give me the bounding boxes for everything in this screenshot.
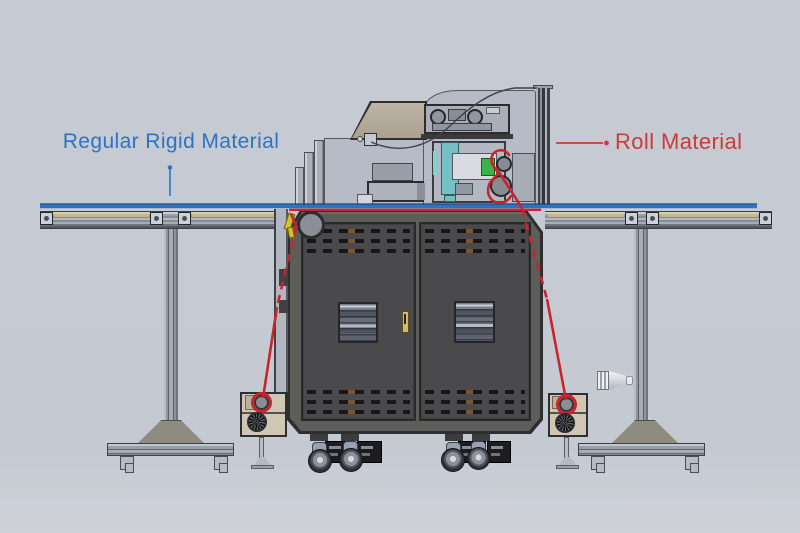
left-table-endcap	[40, 212, 53, 225]
caster-wheel	[339, 448, 363, 472]
vent-row	[307, 229, 410, 233]
right-table-leg	[634, 227, 648, 446]
left-table-leg	[164, 227, 178, 446]
head-left-step	[314, 140, 324, 207]
roll-path-right-solid	[545, 298, 568, 401]
vent-row	[307, 249, 410, 253]
red-leader-dot	[604, 140, 609, 146]
roll-material-label: Roll Material	[615, 129, 743, 154]
head-left-step	[304, 152, 314, 207]
head-shelf	[421, 134, 513, 139]
right-winder-foot-cone	[558, 457, 577, 466]
caster-plate	[310, 434, 328, 441]
left-door-louver-window	[338, 302, 378, 343]
linear-unit	[367, 181, 424, 202]
right-winder-fan	[555, 413, 575, 433]
small-gray-block	[455, 183, 473, 195]
head-left-step	[295, 167, 304, 207]
hinge-block	[279, 300, 288, 313]
vent-row	[307, 390, 410, 394]
left-table-gusset	[136, 420, 206, 445]
right-winder-foot-stem	[564, 437, 569, 458]
caster-wheel	[467, 447, 490, 470]
vent-row	[307, 410, 410, 414]
left-winder-divider	[242, 412, 285, 414]
sensor-box	[364, 133, 377, 146]
linear-unit-endcap	[417, 183, 425, 200]
right-table-endcap	[625, 212, 638, 225]
left-table-endcap	[178, 212, 191, 225]
hinge-block	[279, 269, 288, 286]
green-block	[481, 158, 495, 176]
left-table-foot	[120, 456, 134, 473]
caster-wheel	[308, 449, 332, 473]
left-table-roller-strip	[54, 212, 149, 218]
blue-leader-dot	[167, 165, 173, 170]
teal-plate-tab	[444, 195, 456, 202]
right-table-roller-strip	[548, 212, 624, 218]
right-winder-foot-base	[556, 465, 579, 469]
vent-row	[425, 239, 525, 243]
cone-body	[609, 371, 626, 390]
caster-plate	[445, 434, 463, 441]
cone-tip	[626, 376, 633, 385]
door-handle-slot	[404, 314, 406, 324]
roll-material-roller	[490, 175, 512, 197]
sensor-knob	[357, 136, 363, 142]
frame-columns	[536, 88, 550, 207]
caster-plate	[341, 434, 359, 441]
left-winder-foot-base	[251, 465, 274, 469]
left-winder-fan	[247, 412, 267, 432]
vent-row	[307, 239, 410, 243]
left-winder-foot-stem	[259, 437, 264, 458]
white-bracket	[357, 194, 373, 205]
head-beige-panel	[352, 103, 425, 138]
caster-wheel	[441, 448, 465, 472]
right-table-roller-strip	[660, 212, 758, 218]
right-table-foot	[591, 456, 605, 473]
caster-plate	[472, 434, 490, 441]
left-winder-red-ring	[251, 392, 272, 413]
cyan-sliver	[433, 151, 438, 175]
vent-row	[425, 249, 525, 253]
vent-row	[425, 390, 525, 394]
left-table-foot-rail	[107, 443, 234, 456]
vent-row	[307, 400, 410, 404]
vent-row	[425, 410, 525, 414]
left-table-foot	[214, 456, 228, 473]
right-table-gusset	[610, 420, 680, 445]
left-table-endcap	[150, 212, 163, 225]
cone-ridged-base	[597, 371, 609, 390]
regular-rigid-material-label: Regular Rigid Material	[62, 130, 280, 153]
top-compartment-bar	[448, 109, 466, 121]
guide-roller-small	[496, 156, 512, 172]
right-door-louver-window	[454, 301, 495, 343]
right-side-panel	[512, 153, 535, 202]
top-compartment-bar	[432, 123, 492, 131]
right-table-endcap	[759, 212, 772, 225]
right-table-endcap	[646, 212, 659, 225]
feed-roller-large	[297, 211, 325, 239]
caster-brake-box	[487, 441, 511, 463]
vent-row	[425, 229, 525, 233]
right-table-foot-rail	[578, 443, 705, 456]
bolt-block	[372, 163, 413, 181]
left-table-roller-strip	[192, 212, 283, 218]
right-table-foot	[685, 456, 699, 473]
right-winder-red-ring	[556, 394, 577, 415]
vent-row	[425, 400, 525, 404]
top-compartment-tab	[486, 107, 500, 114]
left-winder-foot-cone	[253, 457, 272, 466]
